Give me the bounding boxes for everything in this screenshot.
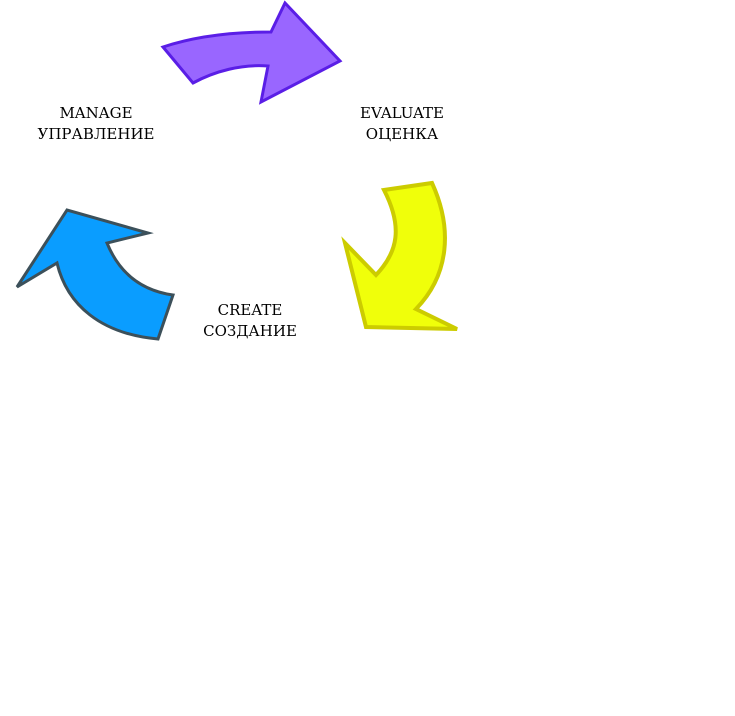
curved-arrow-up-icon	[15, 208, 176, 341]
stage-label-create: CREATE СОЗДАНИЕ	[203, 300, 297, 342]
stage-label-create-en: CREATE	[217, 301, 283, 319]
stage-label-manage-en: MANAGE	[59, 104, 133, 122]
stage-label-evaluate: EVALUATE ОЦЕНКА	[360, 103, 444, 145]
stage-label-create-ru: СОЗДАНИЕ	[203, 322, 297, 340]
curved-arrow-down-icon	[341, 180, 458, 331]
curved-arrow-right-icon	[160, 0, 343, 105]
stage-label-manage: MANAGE УПРАВЛЕНИЕ	[38, 103, 155, 145]
stage-label-evaluate-en: EVALUATE	[360, 104, 444, 122]
stage-label-evaluate-ru: ОЦЕНКА	[365, 125, 439, 143]
stage-label-manage-ru: УПРАВЛЕНИЕ	[37, 125, 155, 143]
